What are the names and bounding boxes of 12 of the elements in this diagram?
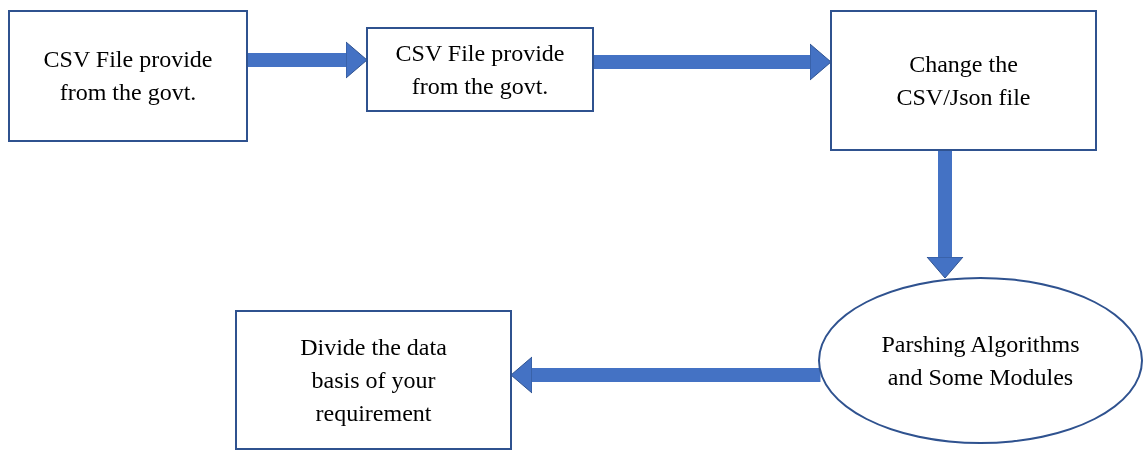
- node-text: CSV File provide from the govt.: [394, 38, 566, 101]
- block-arrow: [926, 151, 964, 279]
- node-text: Divide the data basis of your requirement: [299, 332, 448, 428]
- node-text: Change the CSV/Json file: [895, 49, 1032, 112]
- process-box: [830, 10, 1097, 151]
- block-arrow: [248, 41, 368, 79]
- process-box: [235, 310, 512, 450]
- node-text: Parshing Algorithms and Some Modules: [880, 329, 1081, 392]
- node-text: CSV File provide from the govt.: [42, 45, 214, 107]
- block-arrow: [594, 43, 832, 81]
- process-box: [8, 10, 248, 142]
- process-box: [366, 27, 594, 112]
